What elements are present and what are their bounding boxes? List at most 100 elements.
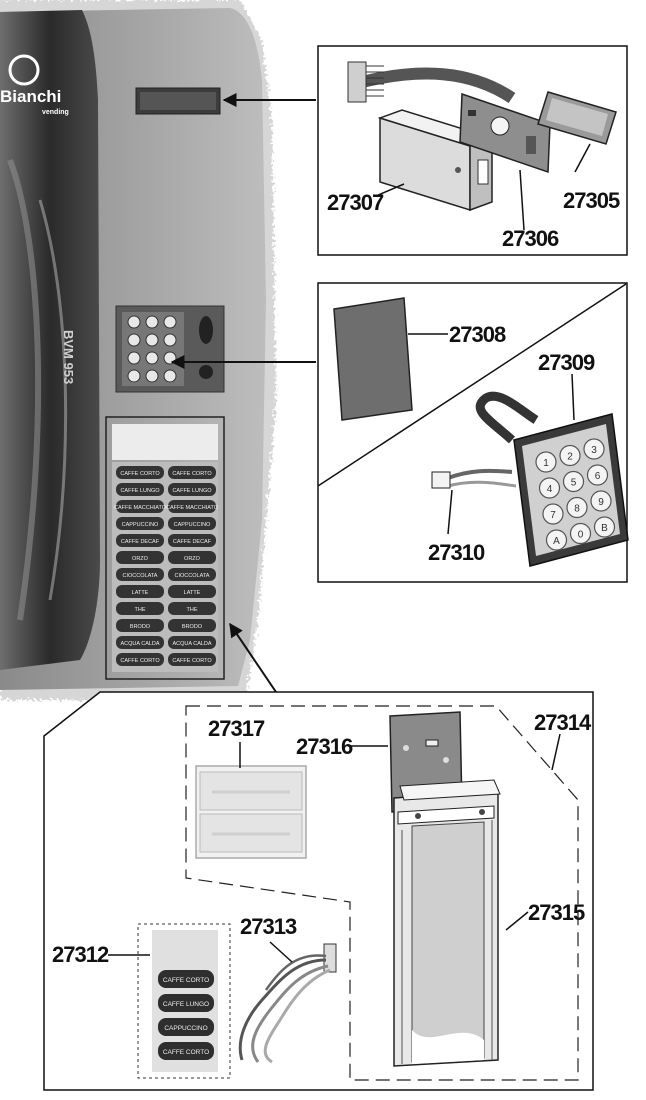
label-27308: 27308 [449,322,506,347]
svg-text:LATTE: LATTE [132,590,149,596]
panel-frame-27315 [393,779,501,1067]
svg-text:1: 1 [543,458,549,469]
coin-slot [199,316,213,344]
selection-button: BRODO [168,619,216,632]
selection-button: ORZO [116,551,164,564]
selection-button: ORZO [168,551,216,564]
keypad-key: B [593,516,616,538]
svg-text:Bianchi: Bianchi [0,87,61,106]
display-assembly [347,61,617,212]
svg-text:CAFFE CORTO: CAFFE CORTO [163,977,209,984]
svg-text:CAFFE MACCHIATO: CAFFE MACCHIATO [114,505,167,511]
svg-text:CAPPUCCINO: CAPPUCCINO [164,1025,207,1032]
keypad-key: 5 [562,470,585,493]
box-divider [317,283,627,487]
machine-key [163,315,177,329]
kit-outline-27314 [185,705,579,1081]
machine-key [127,315,141,329]
strip-label: CAFFE CORTO [158,1042,214,1060]
svg-text:CAFFE LUNGO: CAFFE LUNGO [120,488,160,494]
keypad-key: 2 [559,444,581,467]
label-27305: 27305 [563,188,620,213]
label-27309: 27309 [538,350,595,375]
keypad-key: 0 [569,522,592,545]
label-strip-27312: CAFFE CORTO CAFFE LUNGO CAPPUCCINO CAFFE CO… [152,930,218,1072]
svg-text:ACQUA CALDA: ACQUA CALDA [120,641,159,647]
machine-key [145,351,159,365]
machine-window [0,10,100,670]
machine-key [163,333,177,347]
cable-27313 [238,943,337,1064]
svg-text:CIOCCOLATA: CIOCCOLATA [175,573,210,579]
keypad-key: 9 [590,490,612,512]
label-27313: 27313 [240,914,297,939]
svg-text:2: 2 [567,452,573,463]
label-27307: 27307 [327,190,384,215]
svg-text:CAFFE DECAF: CAFFE DECAF [173,539,212,545]
svg-text:CAFFE CORTO: CAFFE CORTO [172,471,212,477]
label-27310: 27310 [428,540,485,565]
bianchi-logo: Bianchi vending [0,54,69,116]
label-27312: 27312 [52,942,109,967]
selection-button: CAFFE MACCHIATO [114,500,167,513]
machine-key [145,369,159,383]
selection-button: CAFFE CORTO [168,653,216,666]
model-text: BVM 953 [61,330,76,384]
strip-label: CAFFE CORTO [158,970,214,988]
machine-key [127,351,141,365]
svg-text:6: 6 [595,471,601,482]
selection-button: CAFFE MACCHIATO [166,500,219,513]
arrow-selection-panel [229,622,277,693]
selection-button: CAFFE DECAF [116,534,164,547]
svg-text:CAFFE CORTO: CAFFE CORTO [120,471,160,477]
label-27316: 27316 [296,734,353,759]
keypad-key: 8 [566,496,588,519]
svg-text:CAFFE LUNGO: CAFFE LUNGO [172,488,212,494]
svg-text:8: 8 [574,504,580,515]
svg-text:ORZO: ORZO [184,556,201,562]
selection-button: CAFFE LUNGO [168,483,216,496]
selection-panel-frame [105,416,225,680]
strip-label: CAPPUCCINO [158,1018,214,1036]
label-27314: 27314 [534,710,592,735]
svg-text:CAPPUCCINO: CAPPUCCINO [122,522,159,528]
selection-button: LATTE [168,585,216,598]
svg-text:ACQUA CALDA: ACQUA CALDA [172,641,211,647]
label-27306: 27306 [502,226,559,251]
selection-button: CIOCCOLATA [168,568,216,581]
selection-button: THE [116,602,164,615]
svg-text:CAFFE CORTO: CAFFE CORTO [163,1049,209,1056]
label-27315: 27315 [528,900,585,925]
machine-key [163,369,177,383]
selection-button: BRODO [116,619,164,632]
svg-text:9: 9 [598,497,604,508]
selection-button: CAFFE CORTO [116,653,164,666]
keypad-key: 7 [542,503,564,525]
svg-text:A: A [553,536,560,547]
strip-label: CAFFE LUNGO [158,994,214,1012]
selection-button: CAPPUCCINO [116,517,164,530]
keypad-key: 3 [583,438,605,460]
svg-text:5: 5 [571,478,577,489]
svg-text:THE: THE [187,607,198,613]
svg-text:CAFFE CORTO: CAFFE CORTO [120,658,160,664]
svg-text:CAFFE CORTO: CAFFE CORTO [172,658,212,664]
coin-return-button [199,365,213,379]
selection-button: CAFFE LUNGO [116,483,164,496]
machine-key [127,333,141,347]
selection-button: ACQUA CALDA [116,636,164,649]
button-cover-27317 [195,765,307,859]
selection-button: THE [168,602,216,615]
machine-key [145,315,159,329]
svg-text:LATTE: LATTE [184,590,201,596]
keypad-connector [431,471,451,489]
selection-button: ACQUA CALDA [168,636,216,649]
selection-buttons: CAFFE CORTO CAFFE CORTO CAFFE LUNGO CAFFE L… [112,424,219,672]
selection-button: CAFFE DECAF [168,534,216,547]
selection-button: LATTE [116,585,164,598]
keypad-key: A [545,529,568,551]
svg-text:0: 0 [578,530,584,541]
